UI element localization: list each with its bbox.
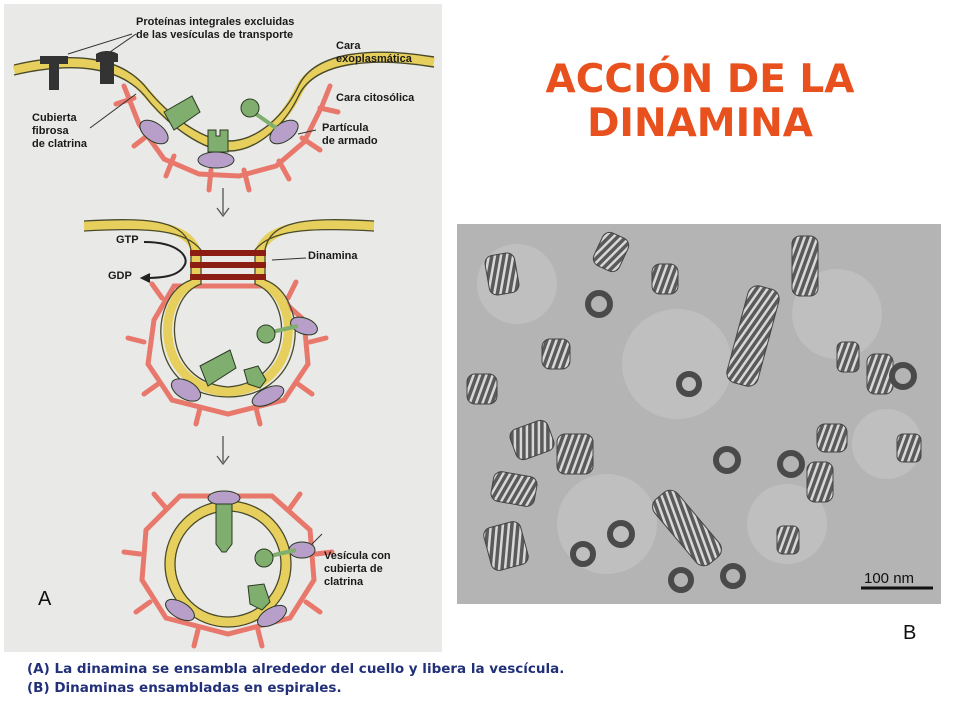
dynamin-diagram xyxy=(12,33,435,649)
panel-letter-b: B xyxy=(903,622,917,644)
label-dynamin: Dinamina xyxy=(308,250,358,262)
leader-lines xyxy=(89,93,323,545)
label-gtp: GTP xyxy=(116,234,139,246)
label-assembly-particle: Partícula de armado xyxy=(322,122,378,147)
dynamin-rings xyxy=(570,290,917,593)
dynamin-rings-icon xyxy=(190,250,266,280)
label-gdp: GDP xyxy=(108,270,132,282)
cargo-receptors-stage-3 xyxy=(165,490,316,628)
cargo-receptors-stage-1 xyxy=(139,95,299,169)
diagram-panel-a: Proteínas integrales excluidas de las ve… xyxy=(4,4,442,652)
scale-bar-label: 100 nm xyxy=(864,570,915,587)
membrane-stage-2 xyxy=(83,219,375,398)
label-clathrin-coat: Cubierta fibrosa de clatrina xyxy=(32,112,88,150)
caption-line-b: (B) Dinaminas ensambladas en espirales. xyxy=(27,680,342,696)
cargo-receptors-stage-2 xyxy=(170,316,318,407)
caption-line-a: (A) La dinamina se ensambla alrededor de… xyxy=(27,661,565,677)
label-integral-proteins: Proteínas integrales excluidas de las ve… xyxy=(136,16,295,41)
label-coated-vesicle: Vesícula con cubierta de clatrina xyxy=(324,550,391,588)
integral-proteins-icon xyxy=(40,51,118,90)
page-title: ACCIÓN DE LA DINAMINA xyxy=(545,57,855,146)
figure-caption: (A) La dinamina se ensambla alrededor de… xyxy=(27,660,564,698)
label-cytosolic-face: Cara citosólica xyxy=(336,92,415,104)
stage-1-budding xyxy=(12,33,435,193)
gtp-gdp-arrow-icon xyxy=(139,241,187,283)
stage-2-dynamin xyxy=(83,219,375,427)
panel-letter-a: A xyxy=(38,588,52,610)
arrow-down-icon xyxy=(216,188,230,466)
dynamin-spirals xyxy=(466,231,922,571)
micrograph-panel-b xyxy=(457,224,941,604)
micrograph-image xyxy=(457,224,941,604)
clathrin-coat-stage-3 xyxy=(121,491,335,649)
stage-3-vesicle xyxy=(121,490,335,649)
label-exoplasmic-face: Cara exoplasmática xyxy=(336,40,412,65)
